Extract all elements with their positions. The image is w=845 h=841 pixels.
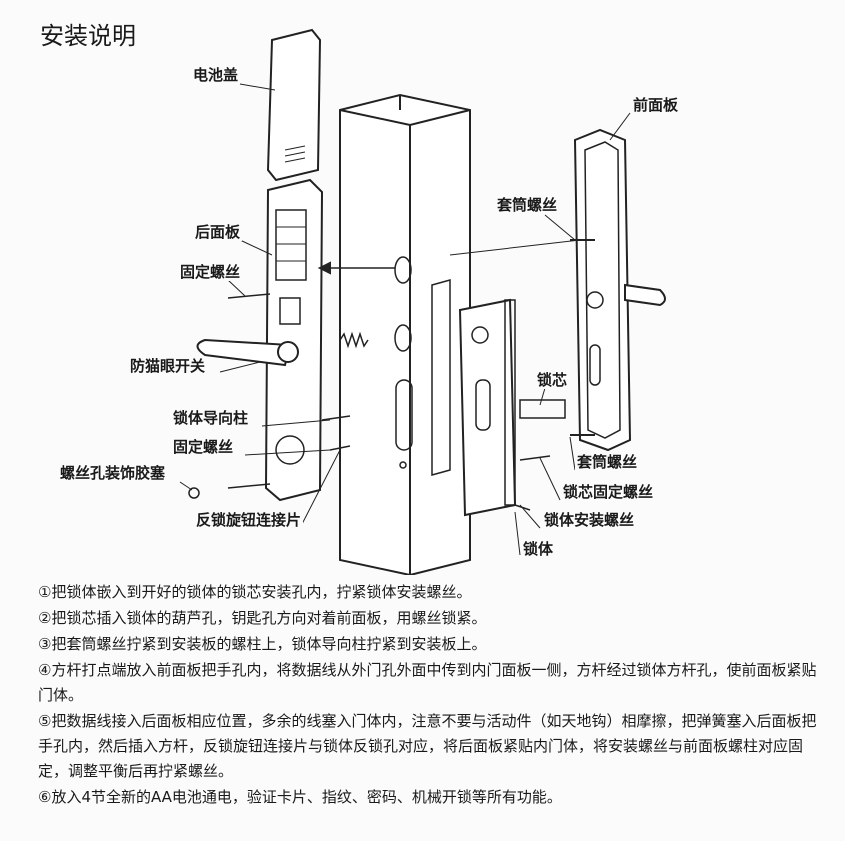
front-panel-drawing bbox=[570, 128, 666, 452]
label-lock-cylinder: 锁芯 bbox=[535, 371, 570, 389]
label-rear-panel: 后面板 bbox=[193, 223, 243, 241]
installation-steps: ①把锁体嵌入到开好的锁体的锁芯安装孔内，拧紧锁体安装螺丝。 ②把锁芯插入锁体的葫… bbox=[38, 580, 828, 811]
exploded-installation-diagram bbox=[179, 28, 666, 575]
screws-drawing bbox=[188, 293, 551, 511]
label-fixing-screw-top: 固定螺丝 bbox=[178, 263, 243, 281]
label-fixing-screw-bottom: 固定螺丝 bbox=[171, 438, 236, 456]
step-3: ③把套筒螺丝拧紧到安装板的螺柱上，锁体导向柱拧紧到安装板上。 bbox=[38, 635, 487, 653]
page-title: 安装说明 bbox=[40, 22, 136, 50]
battery-cover-drawing bbox=[266, 28, 322, 182]
step-1: ①把锁体嵌入到开好的锁体的锁芯安装孔内，拧紧锁体安装螺丝。 bbox=[38, 583, 472, 601]
label-peephole-switch: 防猫眼开关 bbox=[128, 357, 208, 375]
label-lock-body-screw: 锁体安装螺丝 bbox=[542, 511, 637, 529]
label-sleeve-screw-top: 套筒螺丝 bbox=[495, 196, 560, 214]
rear-panel-drawing bbox=[196, 178, 324, 502]
step-5: ⑤把数据线接入后面板相应位置，多余的线塞入门体内，注意不要与活动件（如天地钩）相… bbox=[38, 712, 817, 780]
label-battery-cover: 电池盖 bbox=[191, 66, 241, 84]
label-front-panel: 前面板 bbox=[631, 96, 681, 114]
label-lock-guide-post: 锁体导向柱 bbox=[171, 409, 251, 427]
label-lock-body: 锁体 bbox=[521, 540, 556, 558]
step-4: ④方杆打点端放入前面板把手孔内，将数据线从外门孔外面中传到内门面板一侧，方杆经过… bbox=[38, 661, 817, 704]
step-6: ⑥放入4节全新的AA电池通电，验证卡片、指纹、密码、机械开锁等所有功能。 bbox=[38, 788, 562, 806]
step-2: ②把锁芯插入锁体的葫芦孔，钥匙孔方向对着前面板，用螺丝锁紧。 bbox=[38, 609, 487, 627]
label-screw-hole-plug: 螺丝孔装饰胶塞 bbox=[58, 464, 168, 482]
label-cylinder-fixing-screw: 锁芯固定螺丝 bbox=[561, 483, 656, 501]
label-deadlock-knob-plate: 反锁旋钮连接片 bbox=[194, 511, 304, 529]
arrow-icon bbox=[317, 261, 395, 275]
label-sleeve-screw-bottom: 套筒螺丝 bbox=[575, 453, 640, 471]
leader-lines bbox=[179, 83, 631, 556]
